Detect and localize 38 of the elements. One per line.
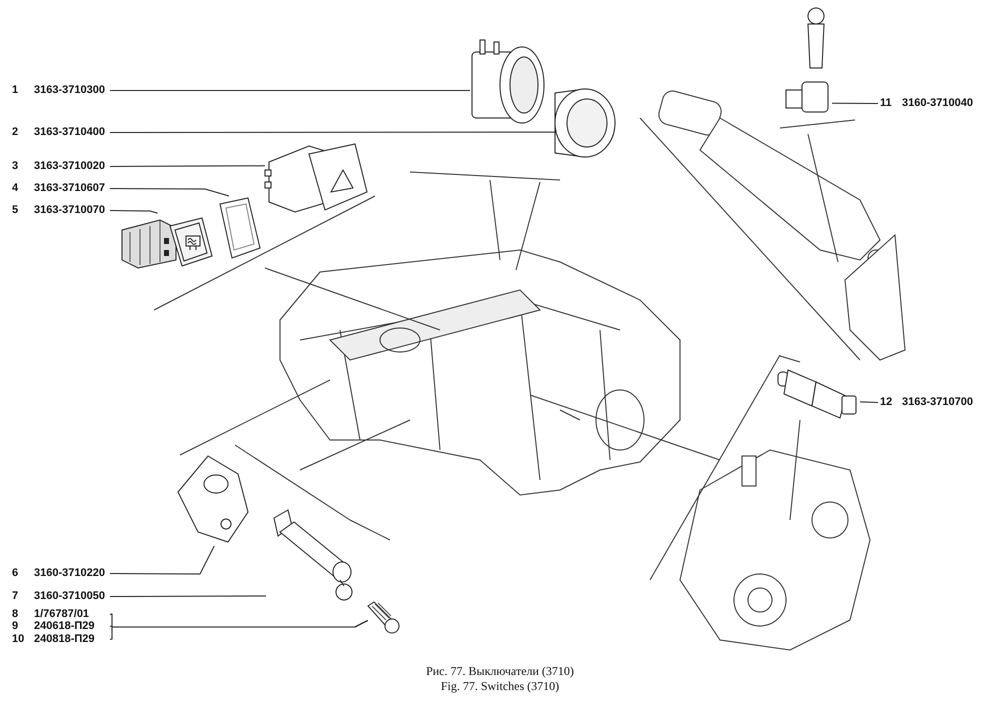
figure-caption-translation: Fig. 77. Switches (3710) [440,679,560,694]
callout-number: 7 [12,590,20,603]
callout-number: 9 [12,620,20,633]
screw-drawing [366,600,402,634]
part-number: 240618-П29 [34,620,95,632]
leader-line [110,132,556,133]
part-number: 3160-3710040 [902,97,973,109]
callout-number: 10 [12,633,26,646]
leader-line [110,620,368,640]
part-number: 3163-3710300 [34,84,105,96]
figure-caption: Рис. 77. Выключатели (3710) [425,664,575,679]
leader-line [860,401,878,403]
hazard-switch-drawing [265,142,370,214]
part-number: 3163-3710700 [902,396,973,408]
part-number: 3163-3710020 [34,160,105,172]
callout-number: 12 [880,396,894,409]
callout-number: 1 [12,84,20,97]
callout-number: 3 [12,160,20,173]
leader-line [110,210,158,214]
part-number: 1/76787/01 [34,608,90,620]
leader-line [110,188,230,196]
leader-line [110,546,215,574]
part-number: 3160-3710050 [34,590,105,602]
callout-number: 6 [12,567,20,580]
leader-line [110,165,266,167]
leader-line [110,90,470,91]
callout-number: 5 [12,204,20,217]
part-number: 3163-3710070 [34,204,105,216]
leader-line [832,102,878,104]
part-number: 240818-П29 [34,633,95,645]
part-number: 3160-3710220 [34,567,105,579]
callout-number: 2 [12,126,20,139]
leader-line [110,596,266,597]
part-number: 3163-3710607 [34,182,105,194]
part-number: 3163-3710400 [34,126,105,138]
callout-number: 8 [12,608,20,621]
callout-number: 11 [880,97,893,110]
callout-number: 4 [12,182,20,195]
